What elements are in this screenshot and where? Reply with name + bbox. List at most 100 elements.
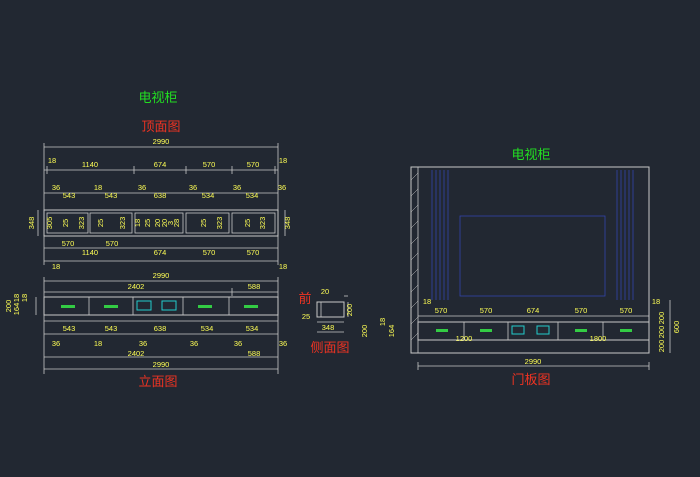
door-r-6: 18 bbox=[652, 297, 660, 306]
side-view-dims: 20 200 25 348 bbox=[302, 287, 354, 332]
door-handle-3 bbox=[511, 325, 525, 335]
top-in-12: 323 bbox=[215, 217, 224, 230]
side-top: 20 bbox=[321, 287, 329, 296]
top-side-right: 348 bbox=[283, 217, 292, 230]
top-r1-1: 1140 bbox=[82, 160, 98, 169]
door-view bbox=[410, 166, 671, 370]
front-b2-0: 36 bbox=[52, 339, 60, 348]
top-in-5: 18 bbox=[133, 219, 142, 227]
top-in-3: 25 bbox=[96, 219, 105, 227]
door-handle-5 bbox=[575, 329, 587, 332]
top-b2-1: 1140 bbox=[82, 248, 98, 257]
top-b2-0: 18 bbox=[52, 262, 60, 271]
front-b1-2: 638 bbox=[154, 324, 167, 333]
front-b3-0: 2402 bbox=[128, 349, 145, 358]
right-title: 电视柜 bbox=[511, 148, 550, 163]
top-r2-4: 36 bbox=[138, 183, 146, 192]
front-b2-4: 36 bbox=[234, 339, 242, 348]
top-in-2: 323 bbox=[77, 217, 86, 230]
door-handle-6 bbox=[620, 329, 632, 332]
door-rt-0: 200 bbox=[657, 312, 666, 325]
handle-4 bbox=[161, 300, 177, 311]
door-r-0: 18 bbox=[423, 297, 431, 306]
top-r2-10: 36 bbox=[278, 183, 286, 192]
door-mid-1: 1800 bbox=[590, 334, 607, 343]
door-handle-2 bbox=[480, 329, 492, 332]
top-side-left: 348 bbox=[27, 217, 36, 230]
side-depth: 348 bbox=[322, 323, 335, 332]
front-b2-2: 36 bbox=[139, 339, 147, 348]
front-overall: 2990 bbox=[153, 271, 170, 280]
side-right: 200 bbox=[345, 304, 354, 317]
top-r1-2: 674 bbox=[154, 160, 167, 169]
top-in-8: 20 bbox=[160, 219, 169, 227]
side-view bbox=[316, 295, 349, 333]
door-rt-1: 200 bbox=[657, 326, 666, 339]
door-r-5: 570 bbox=[620, 306, 633, 315]
front-left-1: 18 bbox=[12, 294, 21, 302]
door-overall: 2990 bbox=[525, 357, 542, 366]
top-b2-5: 18 bbox=[279, 262, 287, 271]
top-in-14: 323 bbox=[258, 217, 267, 230]
top-b1-2: 674 bbox=[154, 248, 167, 257]
door-rt-3: 600 bbox=[672, 321, 681, 334]
front-b1-4: 534 bbox=[246, 324, 259, 333]
top-r2-1: 543 bbox=[63, 191, 76, 200]
top-in-1: 25 bbox=[61, 219, 70, 227]
door-view-dims: 18 570 570 674 570 570 18 200 18 164 200… bbox=[360, 297, 681, 366]
top-b1-0: 570 bbox=[62, 239, 75, 248]
top-b1-1: 570 bbox=[106, 239, 119, 248]
front-b1-3: 534 bbox=[201, 324, 214, 333]
door-handle-4 bbox=[536, 325, 550, 335]
front-top-1: 588 bbox=[248, 282, 261, 291]
handle-6 bbox=[244, 305, 258, 308]
top-r2-6: 36 bbox=[189, 183, 197, 192]
door-rt-2: 200 bbox=[657, 340, 666, 353]
front-left-2: 164 bbox=[12, 303, 21, 316]
front-handles bbox=[61, 300, 258, 311]
front-b4: 2990 bbox=[153, 360, 170, 369]
left-title: 电视柜 bbox=[138, 91, 177, 106]
side-left: 25 bbox=[302, 312, 310, 321]
top-overall: 2990 bbox=[153, 137, 170, 146]
top-in-11: 25 bbox=[199, 219, 208, 227]
front-b2-1: 18 bbox=[94, 339, 102, 348]
top-r2-8: 36 bbox=[233, 183, 241, 192]
handle-1 bbox=[61, 305, 75, 308]
door-r-2: 570 bbox=[480, 306, 493, 315]
front-b1-1: 543 bbox=[105, 324, 118, 333]
door-l-2: 164 bbox=[387, 325, 396, 338]
front-left-0: 200 bbox=[4, 300, 13, 313]
door-r-4: 570 bbox=[575, 306, 588, 315]
top-in-10: 28 bbox=[172, 219, 181, 227]
front-view-dims: 2990 2402 588 200 18 164 18 543 543 638 … bbox=[4, 271, 287, 369]
top-b1-3: 570 bbox=[203, 248, 216, 257]
top-r2-5: 638 bbox=[154, 191, 167, 200]
front-label: 前 bbox=[298, 291, 311, 307]
top-in-4: 323 bbox=[118, 217, 127, 230]
door-view-title: 门板图 bbox=[511, 373, 550, 388]
front-view bbox=[35, 277, 279, 374]
top-in-9: 3 bbox=[166, 221, 175, 225]
door-l-0: 200 bbox=[360, 325, 369, 338]
top-r2-3: 543 bbox=[105, 191, 118, 200]
top-in-7: 20 bbox=[153, 219, 162, 227]
front-b3-1: 588 bbox=[248, 349, 261, 358]
top-in-6: 25 bbox=[143, 219, 152, 227]
door-l-1: 18 bbox=[378, 318, 387, 326]
top-view-dims: 2990 18 1140 674 570 570 18 36 543 18 54… bbox=[27, 137, 292, 271]
top-r1-5: 18 bbox=[279, 156, 287, 165]
door-handles bbox=[436, 325, 632, 335]
top-r2-7: 534 bbox=[202, 191, 215, 200]
front-left-3: 18 bbox=[20, 294, 29, 302]
door-r-1: 570 bbox=[435, 306, 448, 315]
top-r2-9: 534 bbox=[246, 191, 259, 200]
front-b2-5: 36 bbox=[279, 339, 287, 348]
front-b1-0: 543 bbox=[63, 324, 76, 333]
top-b1-4: 570 bbox=[247, 248, 260, 257]
door-hatch bbox=[410, 172, 419, 341]
top-r2-2: 18 bbox=[94, 183, 102, 192]
handle-5 bbox=[198, 305, 212, 308]
top-in-13: 25 bbox=[243, 219, 252, 227]
